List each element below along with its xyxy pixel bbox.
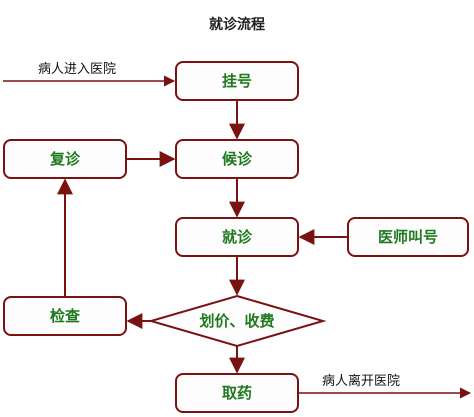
node-consult-label: 就诊 xyxy=(222,228,253,246)
node-doctor-call: 医师叫号 xyxy=(347,217,469,257)
node-wait-label: 候诊 xyxy=(222,150,253,168)
node-pricing-label: 划价、收费 xyxy=(199,312,274,330)
entry-note: 病人进入医院 xyxy=(38,62,116,77)
node-wait: 候诊 xyxy=(175,139,299,179)
node-revisit-label: 复诊 xyxy=(49,150,81,168)
node-consult: 就诊 xyxy=(175,217,299,257)
node-register: 挂号 xyxy=(175,61,299,101)
exit-note: 病人离开医院 xyxy=(322,373,400,389)
node-medicine: 取药 xyxy=(175,373,299,413)
node-medicine-label: 取药 xyxy=(222,384,252,402)
node-revisit: 复诊 xyxy=(3,139,127,179)
diagram-title: 就诊流程 xyxy=(209,16,265,33)
node-inspect-label: 检查 xyxy=(50,307,81,325)
node-inspect: 检查 xyxy=(3,296,127,336)
node-register-label: 挂号 xyxy=(222,72,252,90)
node-pricing: 划价、收费 xyxy=(147,294,327,348)
node-doctor-call-label: 医师叫号 xyxy=(378,228,438,246)
